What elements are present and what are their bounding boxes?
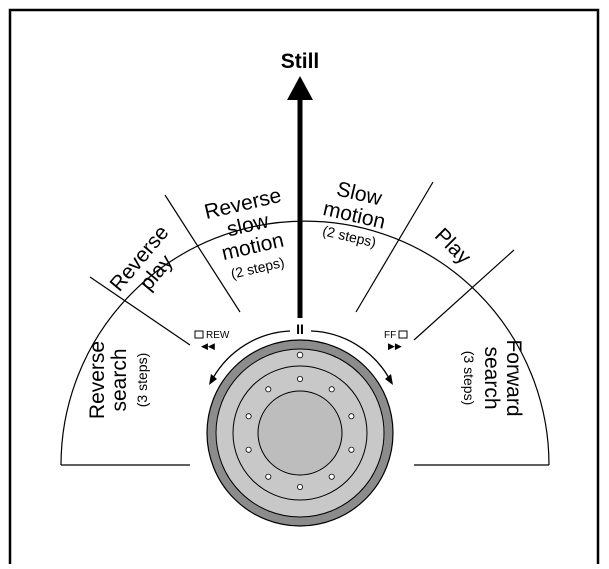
- jog-dot-icon: [265, 473, 272, 480]
- still-arrow-head: [287, 76, 313, 100]
- jog-dot-icon: [245, 446, 252, 453]
- still-title: Still: [281, 50, 320, 73]
- pause-icon: II: [296, 321, 304, 337]
- ff-arrows-icon: ▶▶: [388, 341, 402, 351]
- segment-play: Play: [430, 224, 476, 270]
- rew-arrows-icon: ◀◀: [201, 341, 215, 351]
- ff-arc-arrowhead-icon: [385, 374, 393, 385]
- segment-forward-search-steps: (3 steps): [461, 351, 477, 405]
- rew-label: REW: [206, 330, 230, 341]
- segment-slow-motion: Slow motion (2 steps): [321, 178, 388, 251]
- segment-forward-search-line1: Forward: [502, 339, 525, 416]
- segment-reverse-search-line1: Reverse: [86, 341, 109, 419]
- segment-reverse-search: Reverse search (3 steps): [86, 341, 150, 419]
- segment-forward-search: Forward search (3 steps): [461, 339, 525, 416]
- segment-play-line1: Play: [430, 224, 476, 270]
- jog-dot-icon: [328, 386, 335, 393]
- segment-forward-search-line2: search: [480, 346, 503, 409]
- rew-arc: [212, 330, 291, 379]
- jog-dot-icon: [245, 413, 252, 420]
- jog-dot-icon: [265, 386, 272, 393]
- dial-top-dot-icon: [296, 351, 304, 359]
- ff-badge-icon: [398, 330, 408, 339]
- jog-dot-icon: [328, 473, 335, 480]
- divider-4: [413, 249, 515, 341]
- jog-dot-icon: [348, 413, 355, 420]
- jog-shuttle-dial[interactable]: [206, 339, 394, 527]
- divider-1: [89, 276, 191, 346]
- segment-reverse-slow: Reverse slow motion (2 steps): [202, 184, 286, 282]
- jog-dot-icon: [348, 446, 355, 453]
- jog-dot-icon: [296, 375, 303, 382]
- jog-dots: [245, 375, 355, 490]
- frame-border: [8, 8, 600, 564]
- divider-3: [355, 181, 434, 313]
- ff-label: FF: [384, 330, 396, 341]
- rew-badge-icon: [194, 330, 204, 339]
- rew-arc-arrowhead-icon: [209, 374, 217, 385]
- ff-arc: [310, 330, 390, 379]
- divider-2: [164, 194, 241, 313]
- segment-reverse-search-steps: (3 steps): [134, 353, 150, 407]
- dial-center: [257, 390, 343, 476]
- fan-outer-arc: [60, 220, 550, 466]
- jog-dot-icon: [296, 483, 303, 490]
- segment-reverse-search-line2: search: [108, 348, 131, 411]
